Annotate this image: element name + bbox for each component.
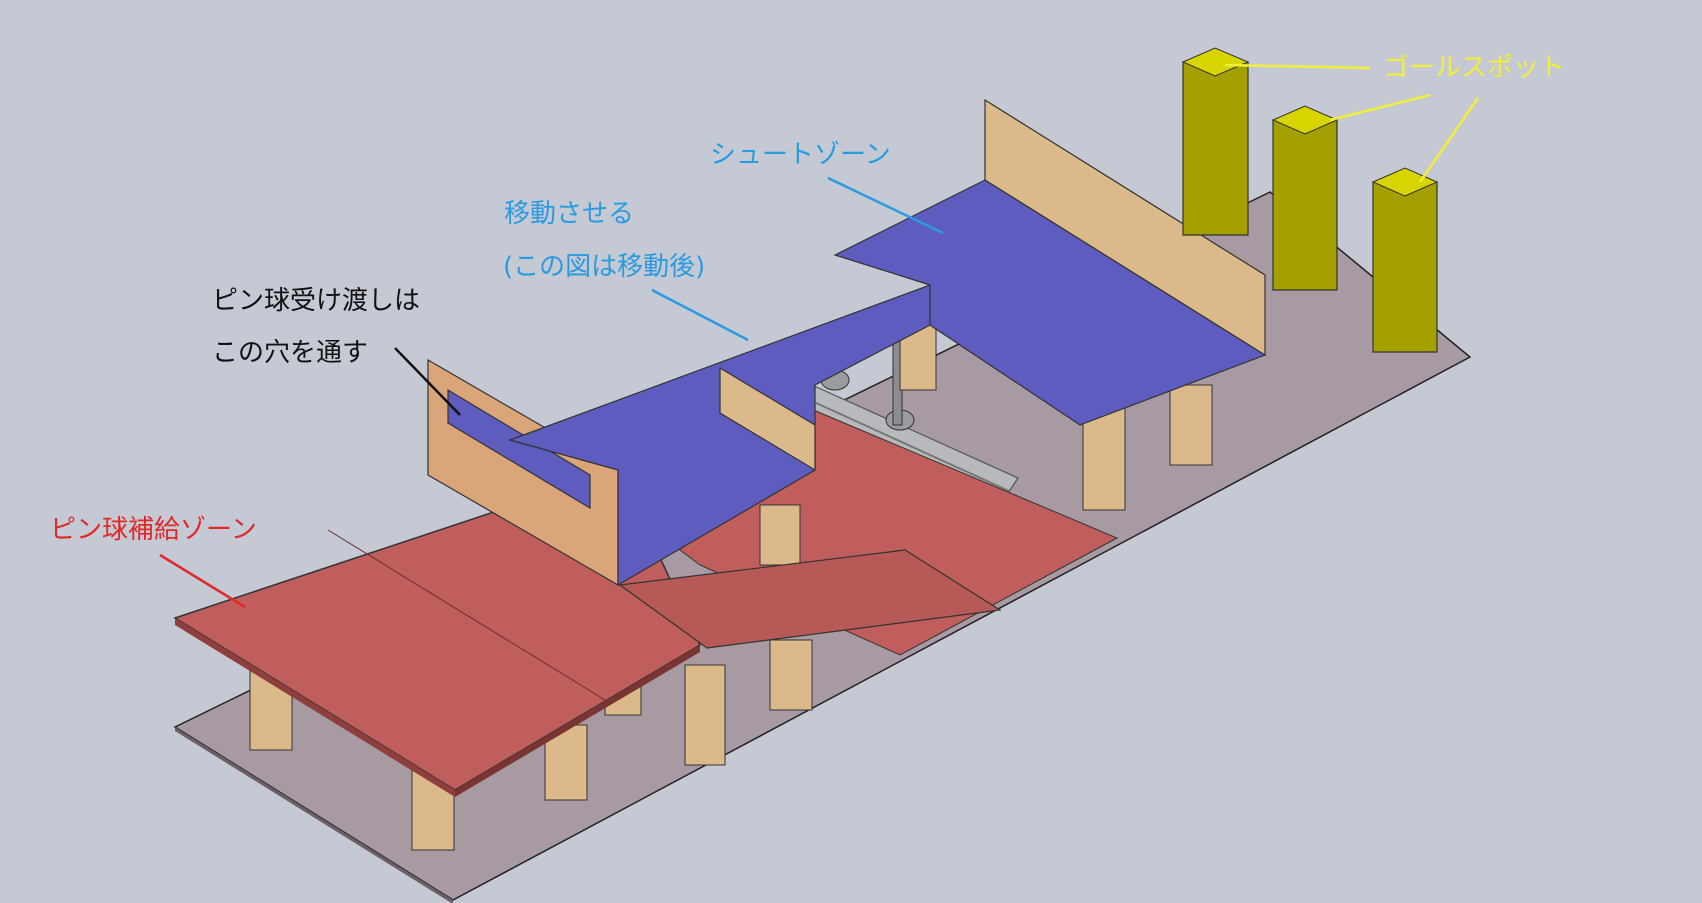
- middle-fence: [719, 366, 816, 472]
- pin-pass-label-line1: ピン球受け渡しは: [212, 286, 420, 316]
- red-ramp: [618, 549, 1002, 649]
- pin-supply-zone-label: ピン球補給ゾーン: [50, 515, 257, 545]
- shoot-zone-label: シュートゾーン: [710, 140, 891, 170]
- pin-pass-label-line2: この穴を通す: [212, 338, 368, 368]
- goal-towers: [1181, 47, 1439, 353]
- movable-label-line2: (この図は移動後): [503, 252, 705, 282]
- base-plate-edge: [175, 727, 453, 903]
- movable-label-line1: 移動させる: [504, 199, 634, 229]
- goal-spot-label: ゴールスポット: [1383, 53, 1565, 83]
- back-fence: [984, 98, 1266, 357]
- leader-lines: [159, 63, 1480, 609]
